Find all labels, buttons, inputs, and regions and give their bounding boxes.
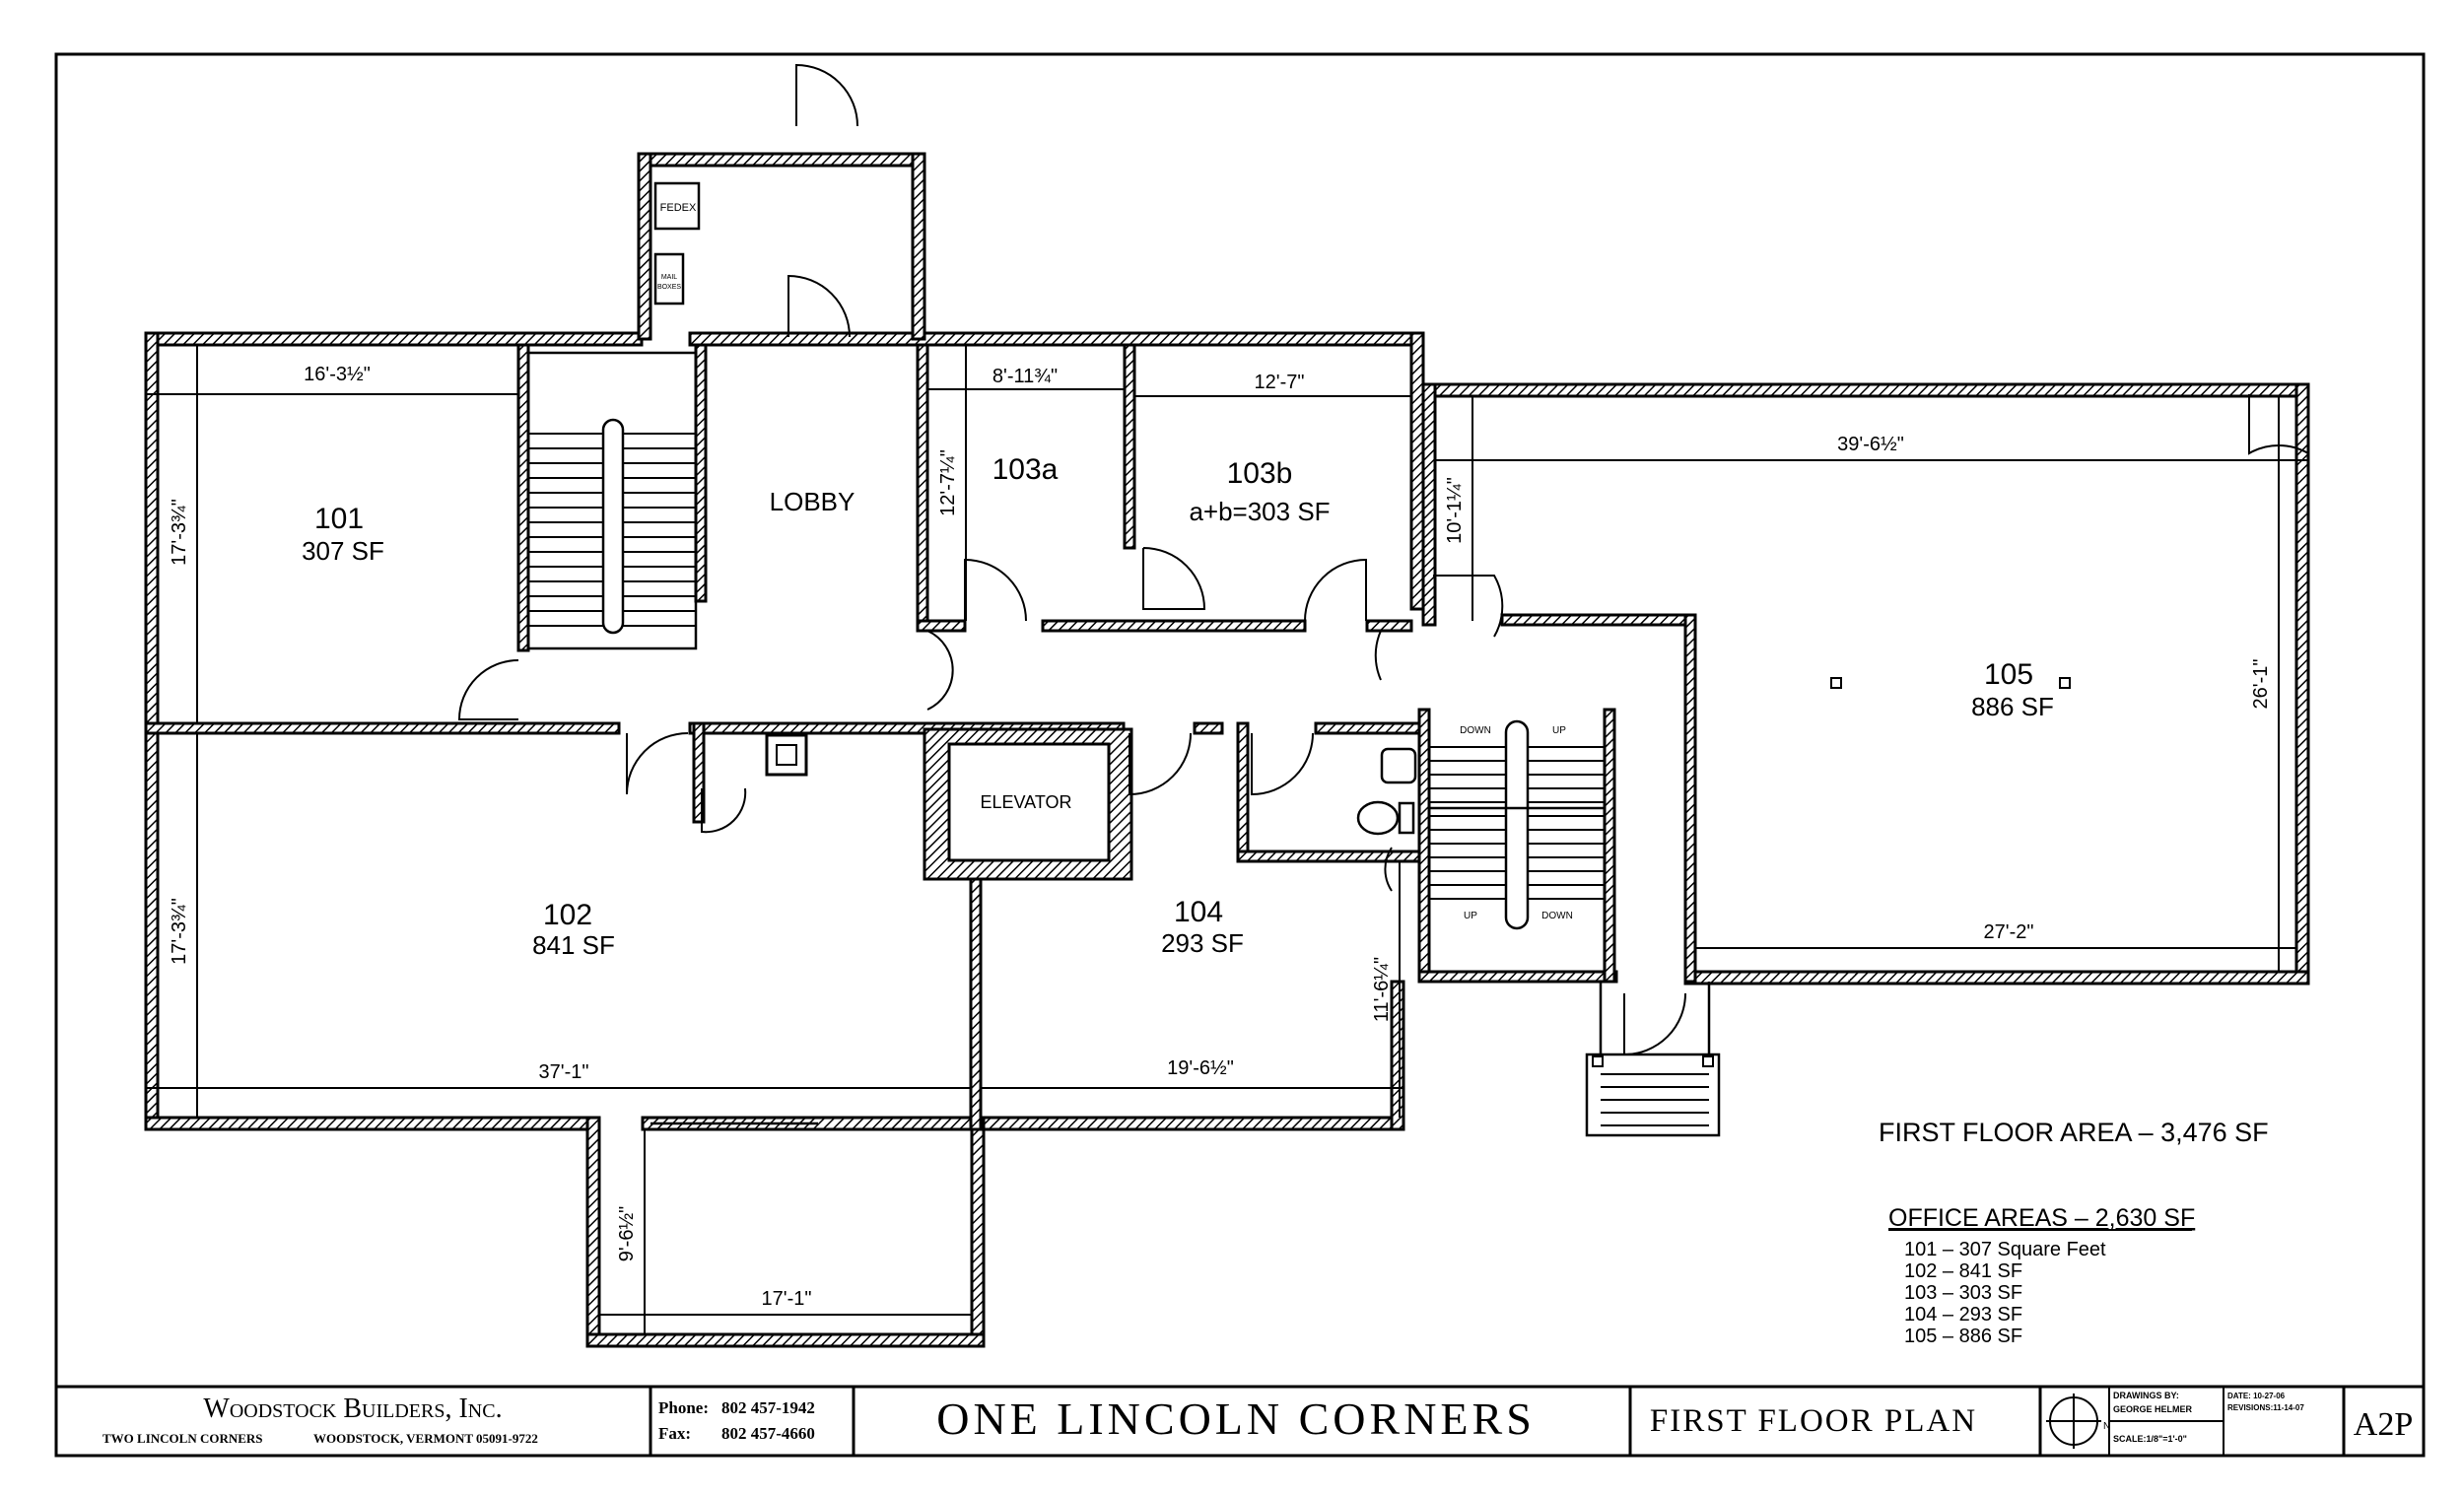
fax-label: Fax: [658, 1424, 691, 1443]
dim-105-width: 39'-6½" [1837, 434, 1904, 455]
room-103a-number: 103a [992, 453, 1059, 486]
title-block: Woodstock Builders, Inc. TWO LINCOLN COR… [56, 1385, 2424, 1456]
room-103b-number: 103b [1227, 457, 1293, 490]
main-stair [526, 351, 698, 650]
mail-label-2: BOXES [657, 284, 681, 291]
dim-104-width: 19'-6½" [1167, 1057, 1234, 1079]
dim-104-height: 11'-6¼" [1371, 957, 1393, 1022]
drawings-by: GEORGE HELMER [2113, 1404, 2193, 1414]
stair-down-label: DOWN [1460, 725, 1491, 736]
phone-label: Phone: [658, 1398, 709, 1417]
date-label: DATE: 10-27-06 [2227, 1392, 2286, 1400]
total-area: FIRST FLOOR AREA – 3,476 SF [1879, 1118, 2269, 1147]
dimension-lines [146, 345, 2308, 1334]
company-address: TWO LINCOLN CORNERS [103, 1431, 263, 1446]
stair-down-label-2: DOWN [1541, 911, 1573, 921]
room-105-area: 886 SF [1971, 692, 2054, 721]
dim-103b-width: 12'-7" [1255, 372, 1305, 393]
scale-label: SCALE:1/8"=1'-0" [2113, 1434, 2187, 1444]
room-101-area: 307 SF [302, 536, 384, 566]
room-105-number: 105 [1984, 658, 2033, 691]
dim-porch-height: 9'-6½" [616, 1206, 638, 1262]
office-areas-title: OFFICE AREAS – 2,630 SF [1888, 1204, 2195, 1232]
room-103b-area: a+b=303 SF [1189, 497, 1330, 526]
rear-stair [1429, 719, 1605, 930]
column-markers [765, 677, 2071, 777]
stair-up-label-2: UP [1464, 911, 1477, 921]
sheet-number: A2P [2354, 1406, 2413, 1443]
dim-103a-height: 12'-7¼" [937, 449, 959, 516]
elevator-label: ELEVATOR [980, 792, 1071, 812]
room-labels: 101 307 SF 102 841 SF 103a 103b a+b=303 … [302, 202, 2054, 960]
drawings-by-label: DRAWINGS BY: [2113, 1391, 2179, 1400]
mail-area [653, 181, 701, 306]
project-name: ONE LINCOLN CORNERS [936, 1394, 1536, 1444]
dim-103b-height: 10'-1¼" [1444, 477, 1466, 544]
room-102-number: 102 [543, 899, 592, 931]
room-102-area: 841 SF [532, 930, 615, 960]
room-104-area: 293 SF [1161, 928, 1244, 958]
exterior-walls [144, 152, 2310, 1348]
office-area-line: 103 – 303 SF [1904, 1282, 2022, 1304]
office-area-line: 101 – 307 Square Feet [1904, 1239, 2106, 1260]
lobby-label: LOBBY [770, 487, 856, 516]
dim-101-width: 16'-3½" [304, 364, 371, 385]
fedex-label: FEDEX [660, 202, 697, 214]
area-summary: FIRST FLOOR AREA – 3,476 SF OFFICE AREAS… [1879, 1118, 2269, 1347]
sheet-title: FIRST FLOOR PLAN [1650, 1403, 1977, 1439]
dim-101-height: 17'-3¾" [169, 499, 190, 566]
bathroom-fixtures [1356, 747, 1417, 836]
dim-porch-width: 17'-1" [762, 1288, 812, 1310]
north-label: N [2103, 1421, 2110, 1432]
dim-103a-width: 8'-11¾" [992, 366, 1058, 387]
fax-number: 802 457-4660 [721, 1424, 815, 1443]
sheet-border [54, 52, 2426, 1458]
doors [457, 63, 2309, 1056]
dim-105-bottom: 27'-2" [1984, 921, 2034, 943]
office-area-line: 104 – 293 SF [1904, 1304, 2022, 1326]
dim-102-width: 37'-1" [539, 1061, 589, 1083]
mail-label-1: MAIL [661, 274, 677, 281]
dim-102-height: 17'-3¾" [169, 898, 190, 965]
interior-walls [144, 343, 1697, 1131]
room-101-number: 101 [314, 503, 364, 535]
company-city: WOODSTOCK, VERMONT 05091-9722 [313, 1431, 538, 1446]
office-area-line: 102 – 841 SF [1904, 1260, 2022, 1282]
north-arrow-icon [2046, 1394, 2101, 1449]
dim-105-height: 26'-1" [2250, 659, 2272, 710]
room-104-number: 104 [1174, 896, 1223, 928]
entry-steps [1585, 982, 1721, 1137]
phone-number: 802 457-1942 [721, 1398, 815, 1417]
office-area-line: 105 – 886 SF [1904, 1326, 2022, 1347]
revisions-label: REVISIONS:11-14-07 [2227, 1403, 2304, 1412]
stair-up-label: UP [1552, 725, 1566, 736]
dimension-labels: 16'-3½" 17'-3¾" 17'-3¾" 8'-11¾" 12'-7" 1… [169, 364, 2272, 1310]
company-name: Woodstock Builders, Inc. [203, 1394, 502, 1424]
